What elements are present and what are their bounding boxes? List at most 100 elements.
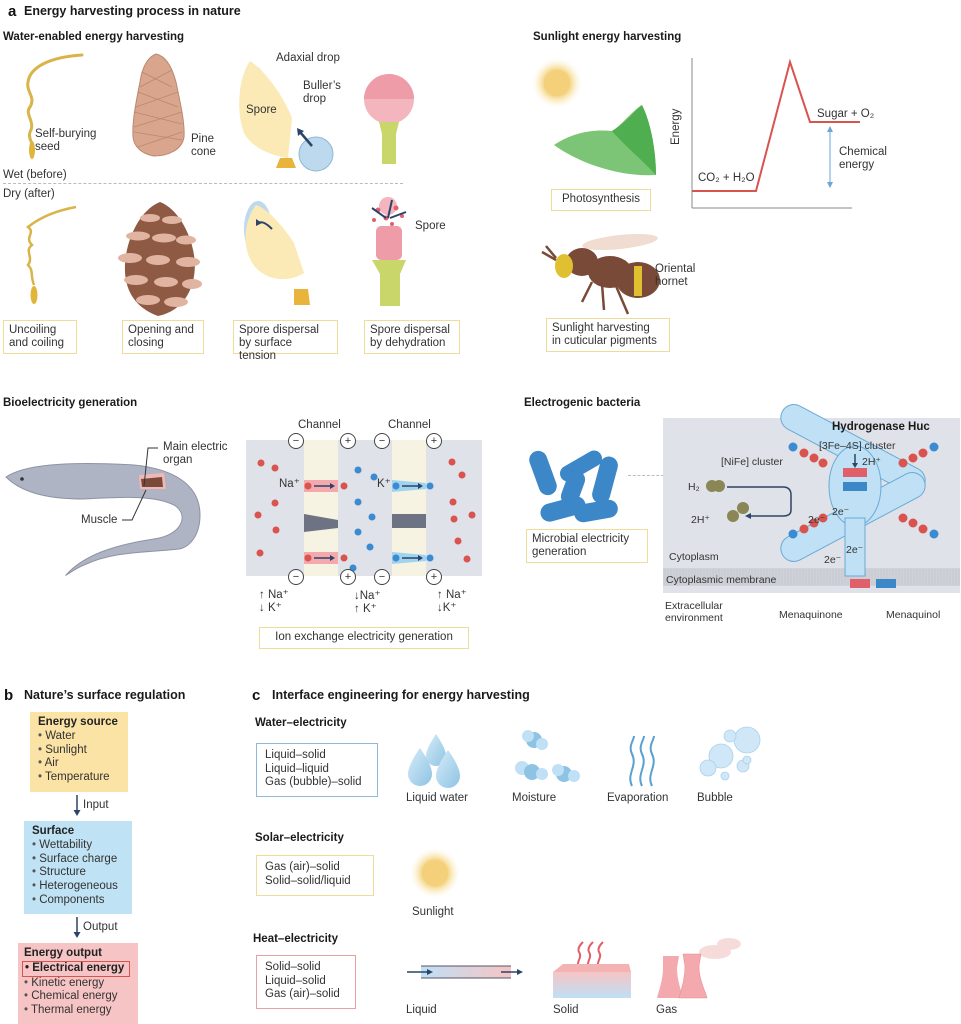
electron-label-2: 2e⁻ (808, 514, 826, 526)
moisture-icon (515, 730, 580, 782)
menaquinol-site (876, 579, 896, 588)
solid-heat-icon (553, 941, 631, 998)
energy-source-item: Water (38, 730, 120, 744)
bioelectricity-title: Bioelectricity generation (3, 397, 138, 409)
energy-source-list: WaterSunlightAirTemperature (38, 730, 120, 785)
menaquinone-site (850, 579, 870, 588)
na-ion (463, 555, 471, 563)
na-ion-label: Na⁺ (279, 478, 300, 490)
channel-label-1: Channel (298, 419, 341, 431)
gas-cooling-tower-icon (657, 938, 741, 999)
surface-property-item: Structure (32, 866, 124, 880)
energy-output-item: Chemical energy (24, 990, 130, 1004)
electron-label-4: 2e⁻ (824, 554, 842, 566)
energy-source-heading: Energy source (38, 716, 118, 728)
cytoplasm-label: Cytoplasm (669, 551, 719, 563)
energy-output-box: Energy output • Electrical energy Kineti… (18, 943, 138, 1024)
gradient-mid: ↓Na⁺↑ K⁺ (354, 590, 381, 615)
liquid-water-icon (408, 734, 460, 788)
leaf-illustration (554, 105, 656, 176)
energy-source-item: Air (38, 757, 120, 771)
charge-marker-bottom: − (374, 569, 390, 585)
caption-photosynthesis: Photosynthesis (551, 189, 651, 211)
bullers-drop-label: Buller’s drop (303, 80, 341, 105)
surface-box: Surface WettabilitySurface chargeStructu… (24, 821, 132, 914)
source-gas: Gas (656, 1004, 678, 1016)
source-evaporation: Evaporation (607, 792, 669, 804)
sunlight-harvesting-title: Sunlight energy harvesting (533, 31, 682, 43)
menaquinol-label: Menaquinol (886, 609, 941, 621)
h2-label: H₂ (688, 481, 700, 493)
charge-marker-bottom: + (426, 569, 442, 585)
electric-eel-illustration (5, 463, 201, 576)
na-ion (304, 554, 312, 562)
red-subunit (843, 468, 867, 477)
surface-property-item: Wettability (32, 839, 124, 853)
sporangium-wet-illustration (364, 74, 414, 164)
na-ion (340, 554, 348, 562)
fe-s-cluster (809, 453, 819, 463)
solar-electricity-title: Solar–electricity (255, 832, 344, 844)
nife-cluster (929, 529, 939, 539)
output-arrow (73, 917, 81, 938)
na-ion (468, 511, 476, 519)
k-ion (426, 482, 434, 490)
channel-label-2: Channel (388, 419, 431, 431)
panel-c-letter: c (252, 687, 261, 704)
electron-label-1: 2e⁻ (832, 506, 850, 518)
na-ion (454, 537, 462, 545)
dry-after-label: Dry (after) (3, 188, 55, 200)
energy-axis-label: Energy (670, 108, 682, 145)
ion-chamber-background (246, 440, 482, 576)
sporangium-dry-illustration (371, 197, 407, 306)
na-ion (257, 459, 265, 467)
evaporation-icon (629, 735, 655, 787)
ion-flow-arrowhead (418, 555, 423, 561)
charge-marker-top: − (374, 433, 390, 449)
na-ion (304, 482, 312, 490)
na-ion (340, 482, 348, 490)
water-harvesting-title: Water-enabled energy harvesting (3, 31, 185, 43)
electrical-energy-highlight: • Electrical energy (22, 960, 130, 977)
fe-s-cluster (799, 524, 809, 534)
fe-s-cluster (809, 518, 819, 528)
energy-output-list: Kinetic energyChemical energyThermal ene… (24, 977, 130, 1018)
electrogenic-bacteria-title: Electrogenic bacteria (524, 397, 641, 409)
k-ion (366, 543, 374, 551)
adaxial-drop-label: Adaxial drop (276, 52, 340, 64)
charge-marker-bottom: + (340, 569, 356, 585)
na-ion (254, 511, 262, 519)
spore-wet-label: Spore (246, 104, 277, 116)
wet-before-label: Wet (before) (3, 169, 67, 181)
nife-cluster (929, 442, 939, 452)
k-ion (392, 482, 400, 490)
k-ion (370, 473, 378, 481)
surface-heading: Surface (32, 825, 75, 837)
spore-dry-label: Spore (415, 220, 446, 232)
na-ion (458, 471, 466, 479)
panel-c-title: Interface engineering for energy harvest… (272, 688, 530, 702)
ion-channel-diagram (246, 440, 482, 576)
sunlight-icon (410, 848, 460, 898)
cluster-nife-label: [NiFe] cluster (721, 456, 783, 468)
spore-wet-illustration (239, 61, 334, 172)
spore-dry-illustration (244, 201, 310, 305)
hydrogenase-huc-diagram (663, 404, 960, 593)
charge-marker-bottom: − (288, 569, 304, 585)
charge-marker-top: + (340, 433, 356, 449)
charge-marker-top: + (426, 433, 442, 449)
liquid-heat-tube-icon (407, 965, 523, 979)
ion-flow-arrowhead (330, 555, 335, 561)
membrane-label: Cytoplasmic membrane (666, 574, 777, 586)
sun-icon (532, 58, 582, 108)
pine-cone-open-illustration (118, 202, 202, 316)
surface-property-item: Surface charge (32, 853, 124, 867)
panel-a-title: Energy harvesting process in nature (24, 4, 241, 18)
energy-source-item: Temperature (38, 771, 120, 785)
energy-output-heading: Energy output (24, 947, 102, 959)
panel-b-letter: b (4, 687, 14, 704)
